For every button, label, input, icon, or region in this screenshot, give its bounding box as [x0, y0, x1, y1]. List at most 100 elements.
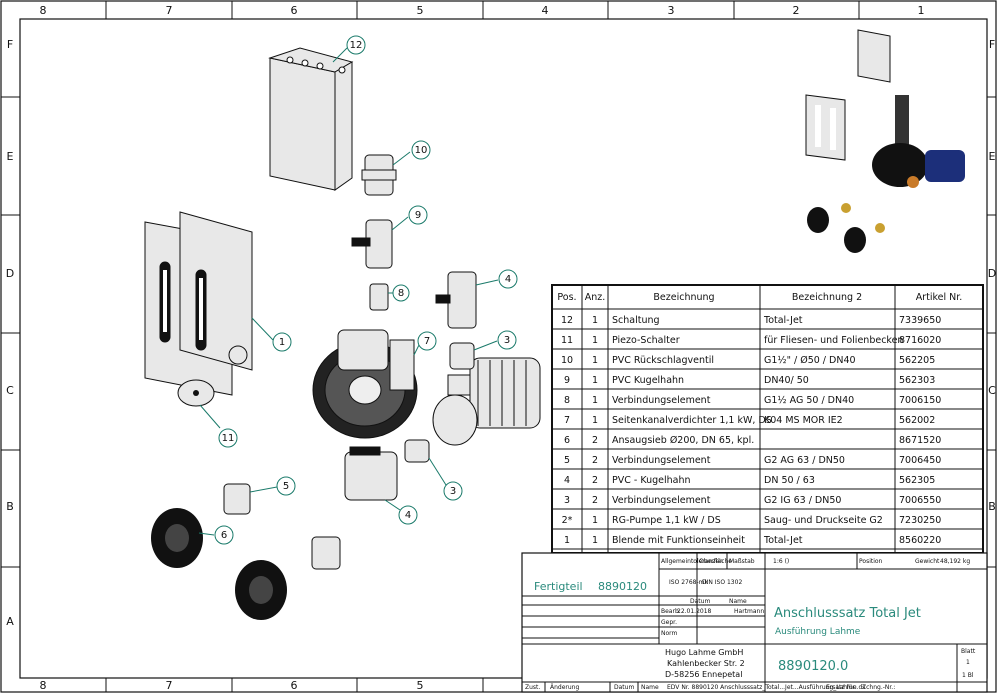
balloon-label: 4 [405, 510, 411, 521]
bom-cell: Schaltung [612, 315, 660, 326]
bom-header-pos: Pos. [557, 292, 576, 303]
weight-value: 48,192 kg [940, 558, 970, 565]
zone-row-label: D [6, 267, 14, 280]
bom-cell: G1½ AG 50 / DN40 [764, 395, 854, 406]
bom-cell: 1 [592, 395, 598, 406]
bom-cell: DN 50 / 63 [764, 475, 815, 486]
bom-cell: Verbindungselement [612, 495, 711, 506]
bom-cell: 2 [592, 435, 598, 446]
bom-cell: 6 [564, 435, 570, 446]
bom-cell: 2 [592, 475, 598, 486]
drawing-subtitle: Ausführung Lahme [775, 627, 861, 637]
bom-cell: K04 MS MOR IE2 [764, 415, 843, 426]
bom-cell: RG-Pumpe 1,1 kW / DS [612, 515, 721, 526]
zone-col-label: 6 [291, 4, 298, 17]
bom-cell: 562002 [899, 415, 935, 426]
bom-cell: 9 [564, 375, 570, 386]
part-ball-valve-small [351, 219, 393, 269]
bom-cell: 3 [564, 495, 570, 506]
datum-label: Datum [690, 598, 710, 605]
balloon-label: 6 [221, 530, 227, 541]
bom-cell: Total-Jet [763, 315, 803, 326]
fertigteil-value: 8890120 [598, 580, 647, 593]
bom-cell: 7230250 [899, 515, 941, 526]
gepr-label: Gepr. [661, 619, 677, 626]
title-block: Allgemeintoleranzen Oberfläche Maßstab 1… [521, 552, 988, 693]
bom-cell: 562305 [899, 475, 935, 486]
bom-cell: 7006450 [899, 455, 941, 466]
bom-cell: Verbindungselement [612, 455, 711, 466]
norm-label: Norm [661, 630, 678, 637]
zone-col-label: 8 [40, 4, 47, 17]
zone-col-label: 3 [668, 4, 675, 17]
aenderung-label: Änderung [550, 684, 579, 691]
zone-row-label: C [988, 384, 996, 397]
bom-cell: Blende mit Funktionseinheit [612, 535, 745, 546]
part-control-box [268, 47, 354, 191]
bom-cell: G2 AG 63 / DN50 [764, 455, 845, 466]
bom-cell: Ansaugsieb Ø200, DN 65, kpl. [612, 435, 754, 446]
company-name: Hugo Lahme GmbH [665, 648, 743, 657]
zone-col-label: 5 [417, 4, 424, 17]
name-label: Name [729, 598, 747, 605]
drawing-title: Anschlusssatz Total Jet [774, 606, 921, 621]
bom-cell: Seitenkanalverdichter 1,1 kW, DS [612, 415, 772, 426]
bom-cell: Piezo-Schalter [612, 335, 680, 346]
file-path: EDV Nr. 8890120 Anschlusssatz_Total...Je… [667, 684, 865, 691]
bom-header-desc: Bezeichnung [653, 292, 714, 303]
bom-cell: 1 [592, 415, 598, 426]
scale-value: 1:6 () [773, 558, 789, 565]
surface-label: Oberfläche [699, 558, 732, 565]
isometric-assembly-view [805, 29, 965, 253]
part-connector-5 [223, 483, 251, 515]
balloon-label: 1 [279, 337, 285, 348]
bom-cell: Verbindungselement [612, 395, 711, 406]
bom-cell: PVC Rückschlagventil [612, 355, 714, 366]
balloon-label: 7 [424, 336, 430, 347]
balloon-label: 3 [504, 335, 510, 346]
balloon-label: 5 [283, 481, 289, 492]
part-connector-5b [311, 536, 341, 570]
iso-value: ISO 2768-mk [669, 579, 708, 586]
zone-col-label: 6 [291, 679, 298, 692]
fertigteil-label: Fertigteil [534, 580, 583, 593]
zone-col-label: 8 [40, 679, 47, 692]
bom-cell: 5 [564, 455, 570, 466]
zone-col-label: 5 [417, 679, 424, 692]
bom-cell: 8671520 [899, 435, 941, 446]
ersetzt-label: Zchng.-Nr.: [862, 684, 895, 691]
bom-cell: Saug- und Druckseite G2 [764, 515, 883, 526]
drawing-number: 8890120.0 [778, 659, 848, 674]
balloon-label: 10 [415, 145, 428, 156]
bom-cell: 7339650 [899, 315, 941, 326]
zone-row-label: F [989, 38, 995, 51]
bearb-name: Hartmann [734, 608, 764, 615]
zone-col-label: 2 [793, 4, 800, 17]
ersatz-label: Ersatz für: [826, 684, 857, 691]
zone-row-label: A [6, 615, 14, 628]
bom-cell: 1 [592, 315, 598, 326]
balloon-label: 12 [350, 40, 363, 51]
part-suction-strainer [151, 508, 287, 620]
bom-cell: Total-Jet [763, 535, 803, 546]
bom-cell: 11 [561, 335, 573, 346]
bom-cell: 2 [592, 455, 598, 466]
bom-cell: G1½" / Ø50 / DN40 [764, 355, 856, 366]
zone-row-label: B [6, 500, 14, 513]
part-piezo-switch [177, 379, 215, 407]
balloon-label: 11 [222, 433, 235, 444]
bom-cell: 1 [592, 355, 598, 366]
bom-cell: 562303 [899, 375, 935, 386]
bom-cell: für Fliesen- und Folienbecken [764, 335, 903, 346]
din-value: DIN ISO 1302 [702, 579, 742, 586]
part-connector-8 [369, 283, 389, 311]
bom-cell: 2 [592, 495, 598, 506]
blatt-value: 1 [966, 659, 970, 666]
bom-cell: 8 [564, 395, 570, 406]
bearb-date: 22.01.2018 [677, 608, 712, 615]
bom-cell: 4 [564, 475, 570, 486]
bom-cell: 1 [592, 335, 598, 346]
bom-cell: 1 [592, 535, 598, 546]
part-pump [432, 357, 541, 446]
